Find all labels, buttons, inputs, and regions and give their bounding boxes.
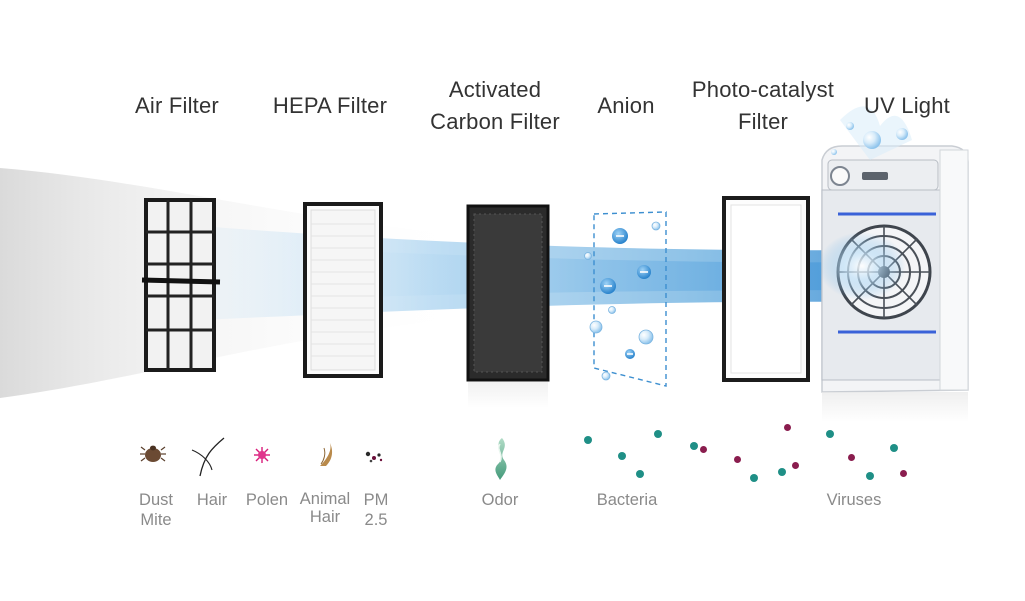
bacteria-dot: [618, 452, 626, 460]
bacteria-dot: [584, 436, 592, 444]
bacteria-dot: [826, 430, 834, 438]
odor-smoke-icon: [495, 438, 507, 480]
caption-odor: Odor: [481, 491, 519, 509]
virus-dot: [900, 470, 907, 477]
air-filter-panel: [141, 198, 221, 372]
bacteria-dot: [778, 468, 786, 476]
carbon-filter-panel: [466, 204, 550, 408]
dust-mite-icon: [140, 445, 166, 462]
animal-hair-icon: [320, 443, 333, 466]
caption-bacteria: Bacteria: [596, 491, 658, 509]
stage-label-anion: Anion: [597, 93, 655, 118]
stage-label-air-filter: Air Filter: [135, 93, 219, 118]
stage-label-hepa-filter: HEPA Filter: [272, 93, 388, 118]
stage-label-uv-light: UV Light: [864, 93, 950, 118]
bacteria-dot: [890, 444, 898, 452]
hair-icon: [191, 437, 225, 477]
photo-catalyst-filter-panel: [722, 196, 810, 382]
anion-zone: [584, 211, 667, 387]
bacteria-dot: [654, 430, 662, 438]
caption-viruses: Viruses: [826, 491, 882, 509]
bacteria-dot: [636, 470, 644, 478]
caption-pm25: PM 2.5: [363, 491, 389, 529]
caption-dust-mite: Dust Mite: [139, 491, 173, 529]
stage-label-photo-catalyst-filter: Photo-catalyst Filter: [691, 77, 835, 134]
stage-label-activated-carbon-filter: Activated Carbon Filter: [430, 77, 560, 134]
air-purifier-unit: [818, 106, 969, 422]
virus-dot: [784, 424, 791, 431]
bacteria-dot: [866, 472, 874, 480]
caption-pollen: Polen: [245, 491, 289, 509]
virus-dot: [792, 462, 799, 469]
virus-dot: [734, 456, 741, 463]
bacteria-dot: [690, 442, 698, 450]
bacteria-dot: [750, 474, 758, 482]
virus-dot: [700, 446, 707, 453]
caption-animal-hair: Animal Hair: [299, 490, 351, 526]
virus-dot: [848, 454, 855, 461]
hepa-filter-panel: [303, 202, 383, 378]
caption-hair: Hair: [196, 491, 228, 509]
pollen-icon: [254, 447, 270, 463]
pm25-icon: [365, 451, 383, 463]
